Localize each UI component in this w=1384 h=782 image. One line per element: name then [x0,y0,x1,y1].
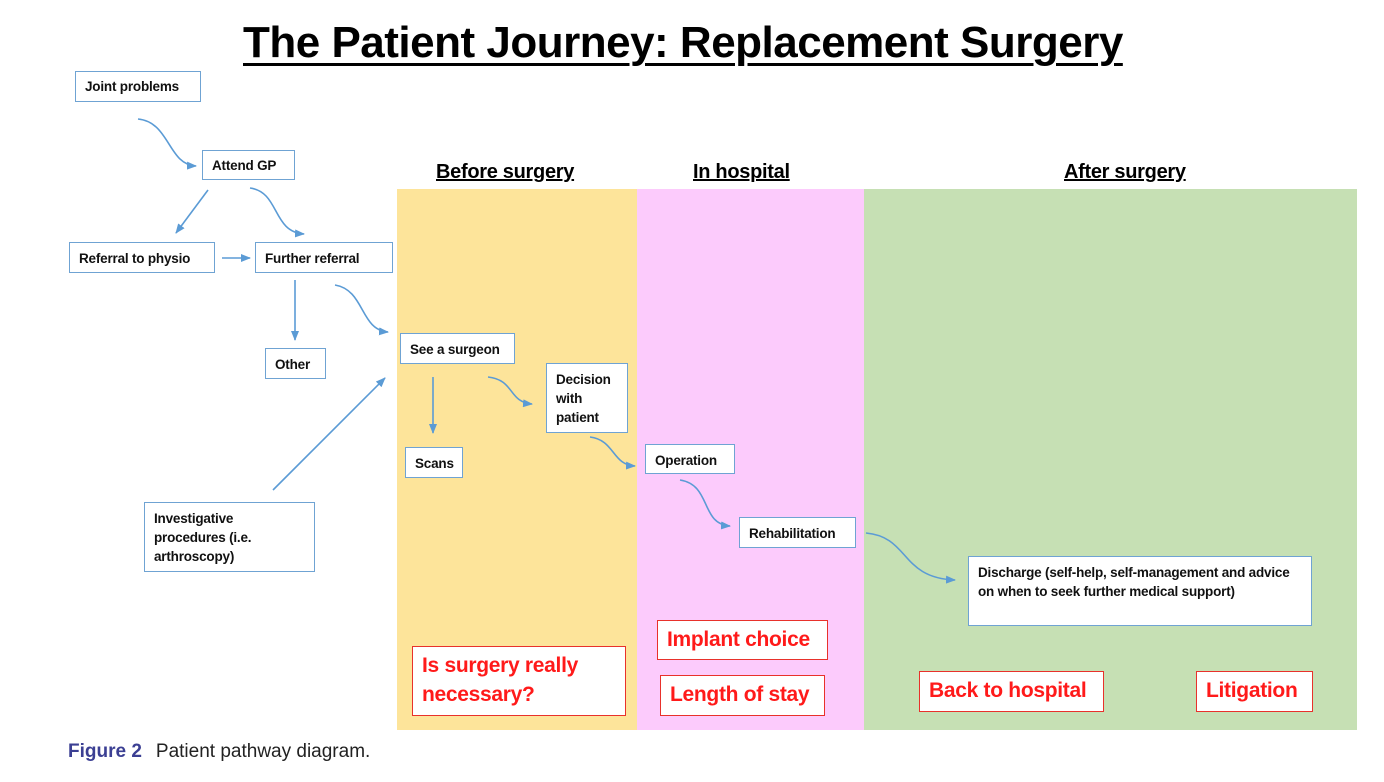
node-decision-with-patient: Decision with patient [546,363,628,433]
issue-length-of-stay: Length of stay [660,675,825,716]
issue-back-to-hospital: Back to hospital [919,671,1104,712]
arrow-rehab-to-discharge [865,532,956,584]
arrow-operation-to-rehab [679,479,731,530]
phase-heading-after-surgery: After surgery [1064,161,1186,183]
arrow-investigative-to-surgeon [272,377,386,491]
node-investigative-procedures: Investigative procedures (i.e. arthrosco… [144,502,315,572]
figure-label: Figure 2 [68,741,142,762]
arrow-further-to-surgeon [334,284,389,336]
figure-caption: Figure 2 Patient pathway diagram. [68,741,370,763]
arrow-decision-to-operation [589,436,636,470]
phase-heading-in-hospital: In hospital [693,161,790,183]
node-discharge: Discharge (self-help, self-management an… [968,556,1312,626]
node-rehabilitation: Rehabilitation [739,517,856,548]
node-scans: Scans [405,447,463,478]
node-referral-to-physio: Referral to physio [69,242,215,273]
arrow-joint-to-gp [137,118,197,170]
phase-after-surgery-bg [864,189,1357,730]
arrow-surgeon-to-decision [487,376,533,408]
arrow-gp-to-physio [175,189,209,234]
node-see-a-surgeon: See a surgeon [400,333,515,364]
node-further-referral: Further referral [255,242,393,273]
arrow-gp-to-further [249,187,305,238]
issue-implant-choice: Implant choice [657,620,828,660]
diagram-title: The Patient Journey: Replacement Surgery [243,18,1123,67]
node-joint-problems: Joint problems [75,71,201,102]
issue-litigation: Litigation [1196,671,1313,712]
phase-heading-before-surgery: Before surgery [436,161,575,183]
node-attend-gp: Attend GP [202,150,295,180]
node-other: Other [265,348,326,379]
figure-caption-text: Patient pathway diagram. [155,741,371,762]
issue-surgery-necessary: Is surgery really necessary? [412,646,626,716]
node-operation: Operation [645,444,735,474]
